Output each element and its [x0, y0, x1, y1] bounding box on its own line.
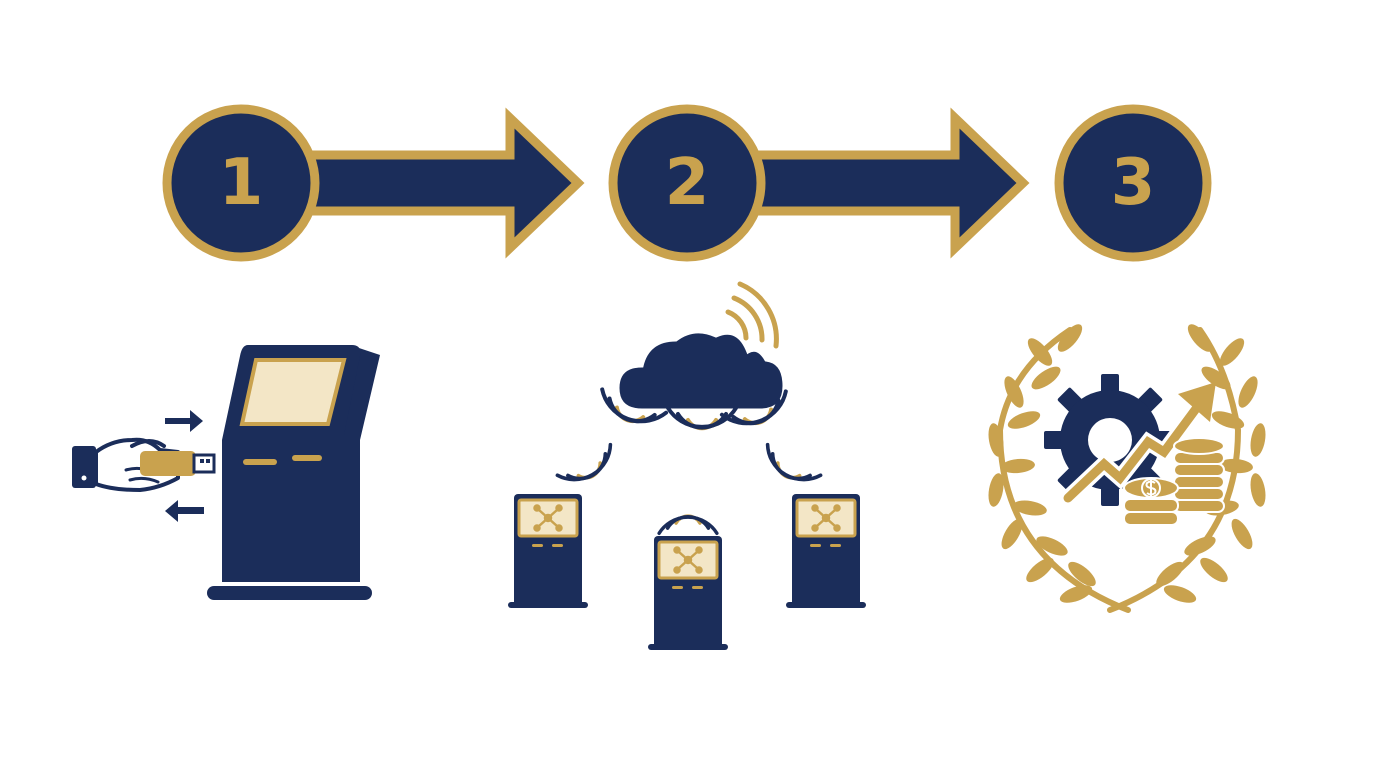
step-2-number: 2 [665, 146, 710, 220]
arrow-right-icon [295, 107, 585, 259]
step-2-circle: 2 [608, 104, 766, 262]
laurel-growth-coins-icon [986, 320, 1268, 613]
step-1-number: 1 [219, 146, 264, 220]
cloud-connected-kiosks-icon [506, 281, 868, 652]
kiosk-usb-insert-icon [72, 345, 380, 600]
coin-stack-icon [1123, 437, 1225, 526]
step-3-number: 3 [1111, 146, 1156, 220]
arrow-right-icon [740, 107, 1030, 259]
step-1-circle: 1 [162, 104, 320, 262]
step-3-circle: 3 [1054, 104, 1212, 262]
